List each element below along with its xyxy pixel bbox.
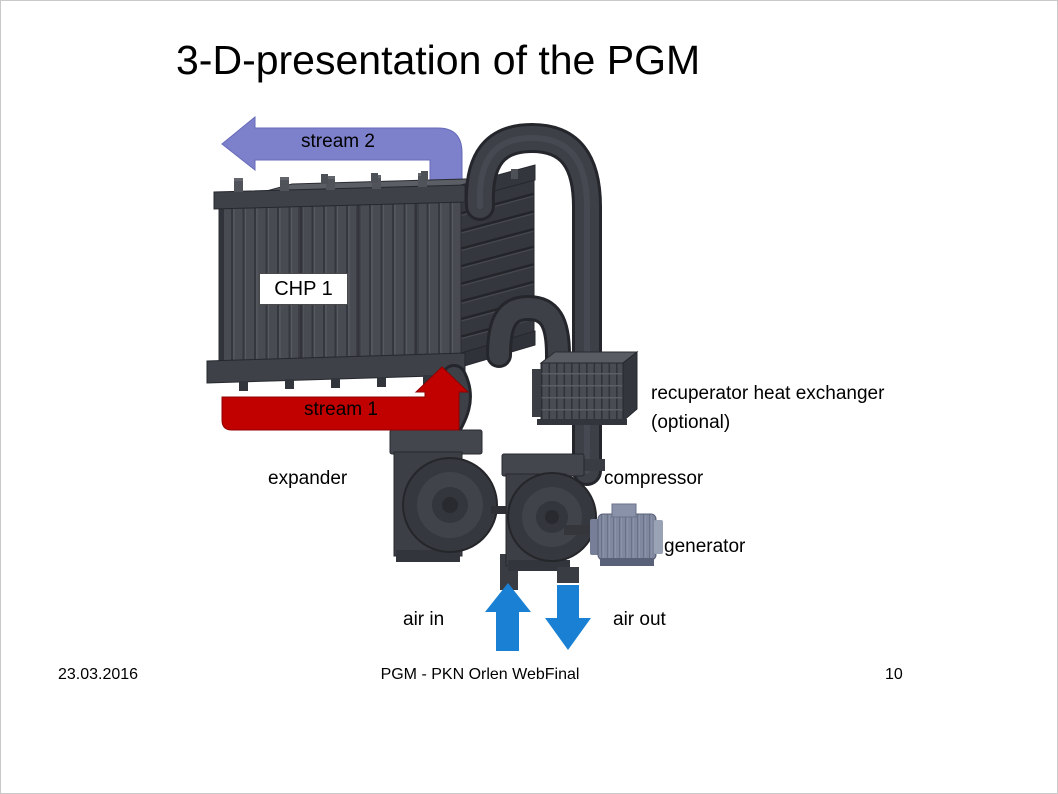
chp-tie-bar (414, 200, 419, 362)
recuperator-label: recuperator heat exchanger (optional) (651, 383, 885, 433)
air-out-label: air out (613, 609, 666, 630)
stream1-label: stream 1 (304, 399, 378, 420)
stream1-arrow (221, 366, 470, 431)
expander-label: expander (268, 468, 348, 489)
air-in-arrow (485, 583, 531, 651)
pipe-tall-arch-fill (467, 125, 599, 483)
chp1-label: CHP 1 (259, 273, 348, 305)
pipe-mid-arch-fill (489, 297, 568, 373)
pipe-tall-arch-sheen (476, 134, 590, 474)
air-in-label: air in (403, 609, 445, 630)
slide-title: 3-D-presentation of the PGM (176, 37, 701, 83)
air-out-arrow (545, 585, 591, 650)
compressor-label: compressor (604, 468, 704, 489)
shaft-coupling (491, 506, 511, 514)
generator-shaft (564, 525, 604, 535)
chp-left-edge (219, 201, 224, 369)
footer-date: 23.03.2016 (58, 666, 139, 683)
compressor-outlet-stub (557, 567, 579, 583)
generator-unit (564, 503, 663, 566)
footer-document-name: PGM - PKN Orlen WebFinal (380, 666, 580, 683)
expander-unit (389, 429, 518, 590)
stream2-label: stream 2 (301, 131, 375, 152)
footer-page-number: 10 (885, 666, 903, 683)
stream2-arrow (221, 115, 463, 212)
chp-bottom-bolts (239, 375, 432, 391)
compressor-unit (501, 453, 597, 583)
recuperator-unit (532, 350, 639, 425)
generator-label: generator (664, 536, 746, 557)
chp-tie-bar (356, 200, 361, 362)
